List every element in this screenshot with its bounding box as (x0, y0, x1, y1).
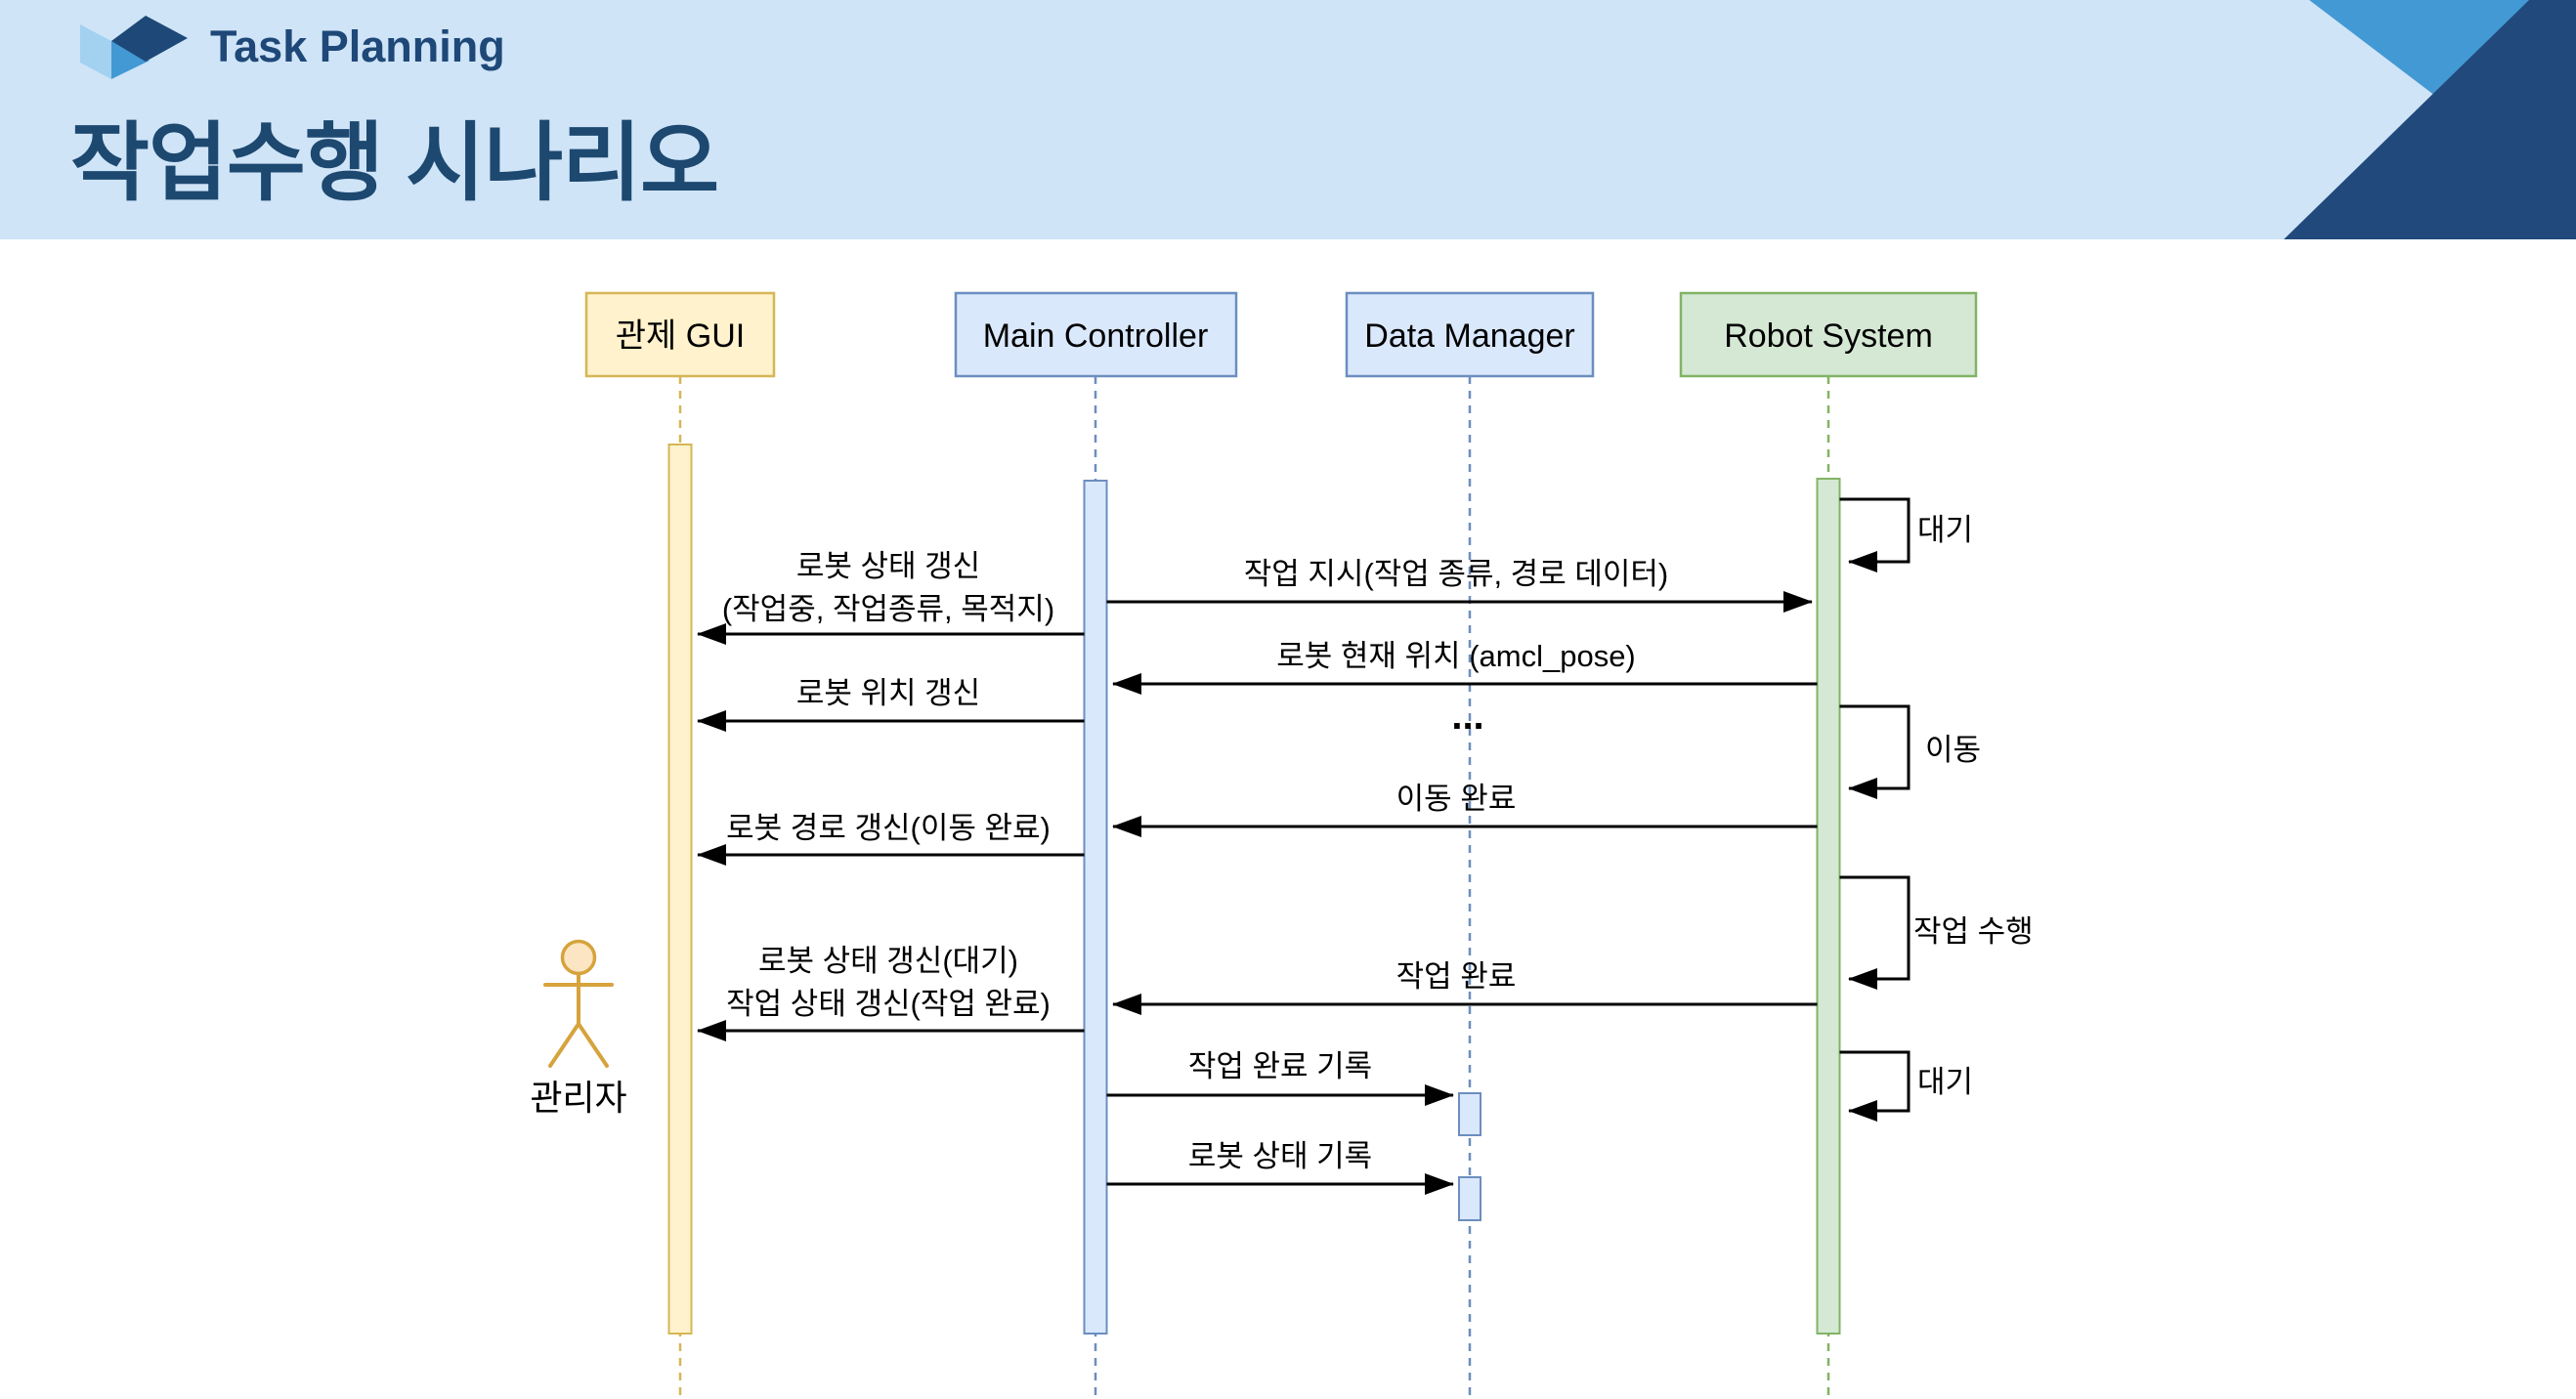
message-robot-path-update-label: 로봇 경로 갱신(이동 완료) (726, 811, 1051, 845)
corner-decoration (2284, 0, 2576, 239)
activation-data-manager-1 (1458, 1092, 1481, 1136)
message-labels: 작업 지시(작업 종류, 경로 데이터) 로봇 상태 갱신 (작업중, 작업종류… (722, 549, 1668, 1173)
self-message-perform-task (1839, 875, 1911, 990)
message-task-complete-label: 작업 완료 (1396, 959, 1517, 994)
lifelines (678, 376, 1830, 1399)
participant-robot-system-label: Robot System (1724, 318, 1933, 355)
message-task-complete-record-label: 작업 완료 기록 (1188, 1049, 1372, 1083)
message-robot-status-update-1-l2: (작업중, 작업종류, 목적지) (722, 592, 1054, 626)
message-robot-status-update-1-l1: 로봇 상태 갱신 (796, 549, 980, 583)
message-robot-status-record-label: 로봇 상태 기록 (1188, 1139, 1372, 1173)
corner-mid-triangle-icon (2309, 0, 2531, 106)
self-message-move (1839, 704, 1911, 799)
brand-label: Task Planning (210, 21, 505, 71)
self-message-wait-1 (1839, 497, 1911, 572)
actor-label: 관리자 (530, 1078, 626, 1118)
actor-body (543, 971, 614, 1068)
activation-main-controller (1083, 480, 1108, 1335)
activation-data-manager-2 (1458, 1176, 1481, 1221)
participant-gui: 관제 GUI (584, 291, 776, 378)
message-robot-status-update-2-l1: 로봇 상태 갱신(대기) (758, 944, 1018, 978)
activation-gui (667, 444, 693, 1335)
corner-navy-triangle-icon (2284, 0, 2576, 239)
message-task-instruction-label: 작업 지시(작업 종류, 경로 데이터) (1244, 557, 1668, 591)
message-robot-position-update-label: 로봇 위치 갱신 (796, 676, 980, 710)
participant-gui-label: 관제 GUI (616, 318, 745, 355)
page-title: 작업수행 시나리오 (70, 114, 719, 211)
task-planning-logo-icon (80, 16, 188, 79)
participant-main-controller-label: Main Controller (983, 318, 1209, 355)
message-move-complete-label: 이동 완료 (1396, 782, 1517, 816)
participant-robot-system: Robot System (1679, 291, 1978, 378)
self-message-move-label: 이동 (1925, 733, 1981, 767)
self-messages (1839, 497, 1911, 1122)
message-robot-current-position-label: 로봇 현재 위치 (amcl_pose) (1276, 639, 1636, 673)
activation-bars (667, 444, 1841, 1335)
self-message-wait-1-label: 대기 (1917, 513, 1973, 547)
participant-data-manager-label: Data Manager (1364, 318, 1574, 355)
message-task-status-update-l2: 작업 상태 갱신(작업 완료) (726, 987, 1051, 1021)
participant-main-controller: Main Controller (954, 291, 1238, 378)
activation-robot-system (1816, 478, 1841, 1335)
sequence-ellipsis: ... (1451, 695, 1483, 738)
self-message-wait-2 (1839, 1050, 1911, 1122)
self-message-perform-task-label: 작업 수행 (1913, 914, 2034, 949)
actor-head (560, 939, 597, 976)
self-message-wait-2-label: 대기 (1917, 1065, 1973, 1099)
participant-data-manager: Data Manager (1345, 291, 1595, 378)
messages (697, 591, 1818, 1195)
actor-admin: 관리자 (530, 939, 627, 1118)
self-message-labels: 대기 이동 작업 수행 대기 (1913, 513, 2034, 1099)
header-band: Task Planning 작업수행 시나리오 (0, 0, 2576, 239)
participants: 관제 GUI Main Controller Data Manager Robo… (584, 291, 1978, 378)
